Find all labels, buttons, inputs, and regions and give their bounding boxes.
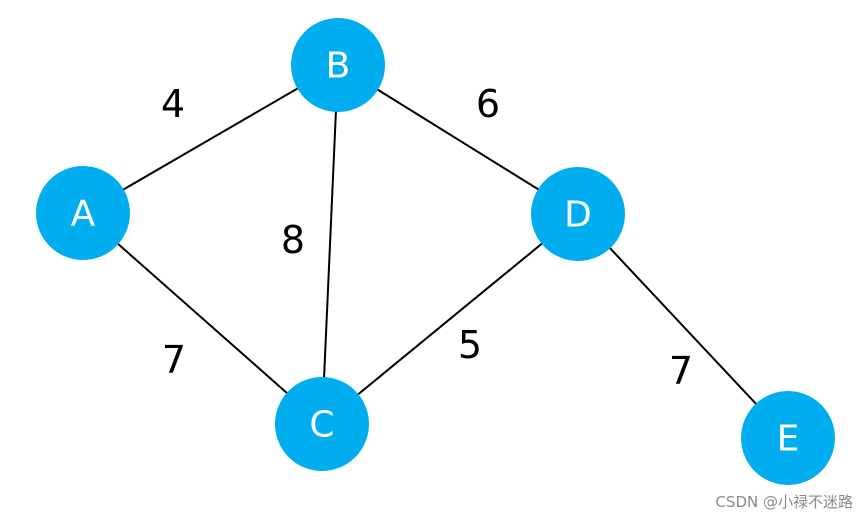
edge-weight-A-C: 7 [162, 338, 186, 382]
edge-B-C [321, 64, 339, 425]
node-B: B [291, 18, 385, 112]
node-circle-E [741, 391, 835, 485]
node-label-E: E [777, 419, 800, 460]
edge-C-D [321, 213, 579, 425]
edge-weight-D-E: 7 [669, 349, 693, 393]
node-label-D: D [564, 195, 592, 236]
edge-weight-B-C: 8 [281, 218, 305, 262]
edge-D-E [577, 213, 789, 439]
edge-A-C [82, 212, 323, 425]
node-label-B: B [326, 46, 351, 87]
nodes-layer: A B C D E [36, 18, 835, 485]
edge-weight-B-D: 6 [476, 82, 500, 126]
edge-A-B [82, 64, 339, 214]
node-circle-D [531, 167, 625, 261]
node-E: E [741, 391, 835, 485]
node-A: A [36, 166, 130, 260]
node-C: C [275, 377, 369, 471]
node-circle-C [275, 377, 369, 471]
node-circle-B [291, 18, 385, 112]
edge-B-D [337, 64, 579, 215]
node-circle-A [36, 166, 130, 260]
watermark: CSDN @小禄不迷路 [715, 493, 853, 511]
node-D: D [531, 167, 625, 261]
edge-weight-A-B: 4 [161, 82, 185, 126]
edges-layer [82, 64, 789, 439]
edge-weight-C-D: 5 [458, 323, 482, 367]
node-label-C: C [309, 405, 334, 446]
node-label-A: A [71, 194, 96, 235]
weights-layer: 4 6 8 7 5 7 [161, 82, 693, 393]
